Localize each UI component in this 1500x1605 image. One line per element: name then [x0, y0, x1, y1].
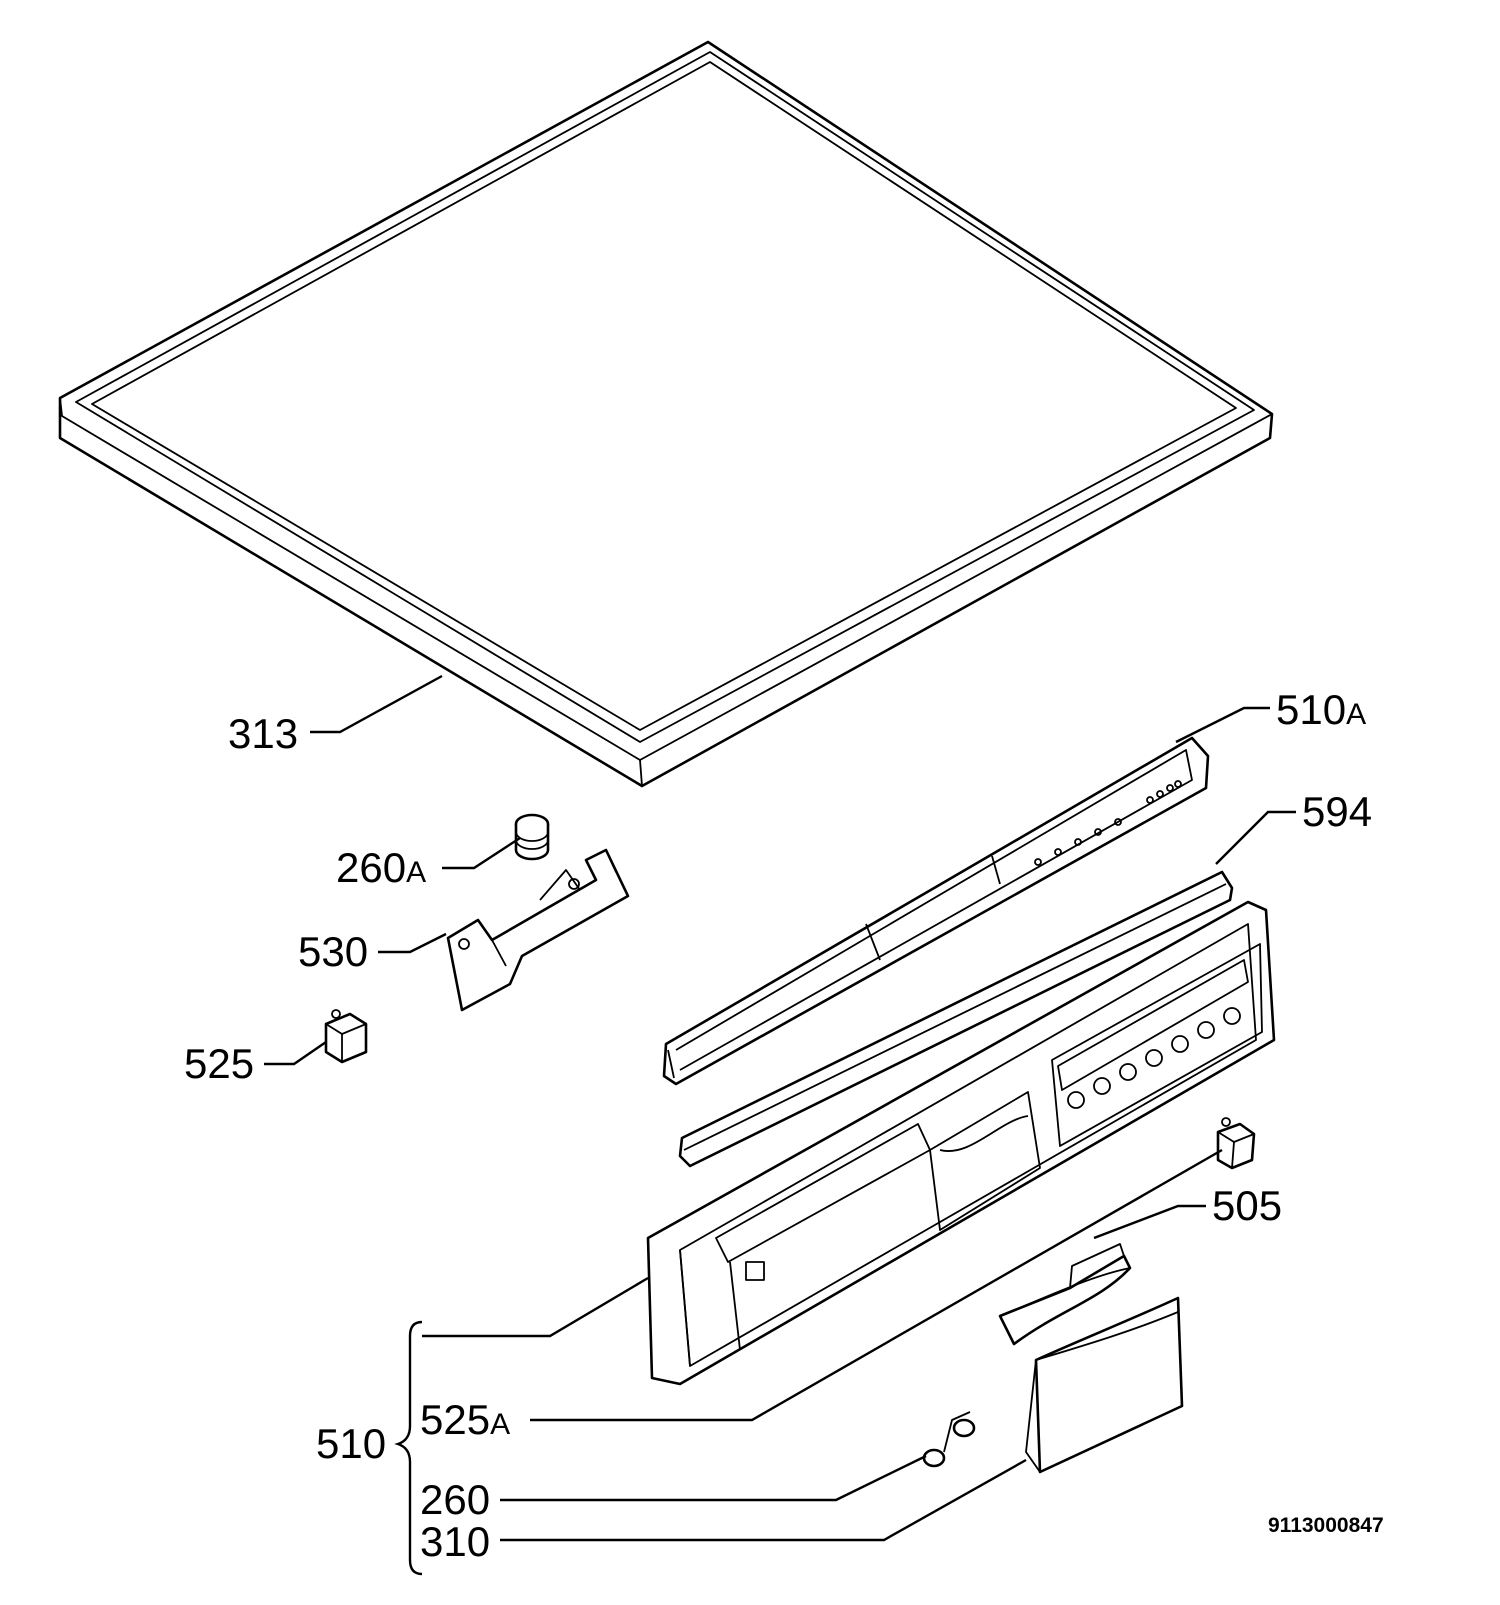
leader-510a — [1175, 706, 1270, 744]
label-260: 260 — [420, 1476, 490, 1523]
leader-260a — [442, 836, 521, 870]
label-510: 510 — [316, 1420, 386, 1467]
part-260a-spring — [514, 813, 550, 861]
part-525-button — [324, 1009, 368, 1064]
control-panel-front — [646, 900, 1276, 1386]
label-510a: 510A — [1276, 686, 1366, 733]
part-525a-button — [1216, 1117, 1256, 1170]
label-525a: 525A — [420, 1396, 510, 1443]
document-number: 9113000847 — [1268, 1514, 1384, 1537]
label-594: 594 — [1302, 788, 1372, 835]
leader-530 — [378, 932, 447, 954]
indicator-dots — [1034, 780, 1182, 866]
part-310-flap — [1025, 1296, 1184, 1474]
part-505-flap — [998, 1243, 1132, 1346]
leader-525 — [264, 1041, 327, 1066]
leader-525a — [530, 1148, 1223, 1422]
part-594-rod — [678, 870, 1234, 1168]
small-switch-window — [745, 1261, 765, 1281]
label-525: 525 — [184, 1040, 254, 1087]
leader-510 — [422, 1276, 649, 1338]
label-260a: 260A — [336, 844, 426, 891]
leader-310 — [500, 1458, 1027, 1542]
label-530: 530 — [298, 928, 368, 975]
leader-594 — [1215, 810, 1296, 865]
part-530-bracket — [446, 848, 630, 1012]
leader-505 — [1093, 1204, 1206, 1240]
part-313-top-cover — [58, 40, 1274, 788]
control-knobs — [1067, 1007, 1241, 1109]
leader-260 — [500, 1454, 927, 1502]
leader-313 — [310, 674, 443, 734]
leader-lines — [264, 674, 1296, 1576]
label-313: 313 — [228, 710, 298, 757]
label-505: 505 — [1212, 1182, 1282, 1229]
part-labels: 313 510A 594 260A 530 525 505 510 525A 2… — [184, 686, 1384, 1565]
brace-510 — [394, 1320, 423, 1576]
label-310: 310 — [420, 1518, 490, 1565]
part-510a-trim-strip — [662, 736, 1210, 1086]
part-260-springs — [922, 1411, 976, 1468]
